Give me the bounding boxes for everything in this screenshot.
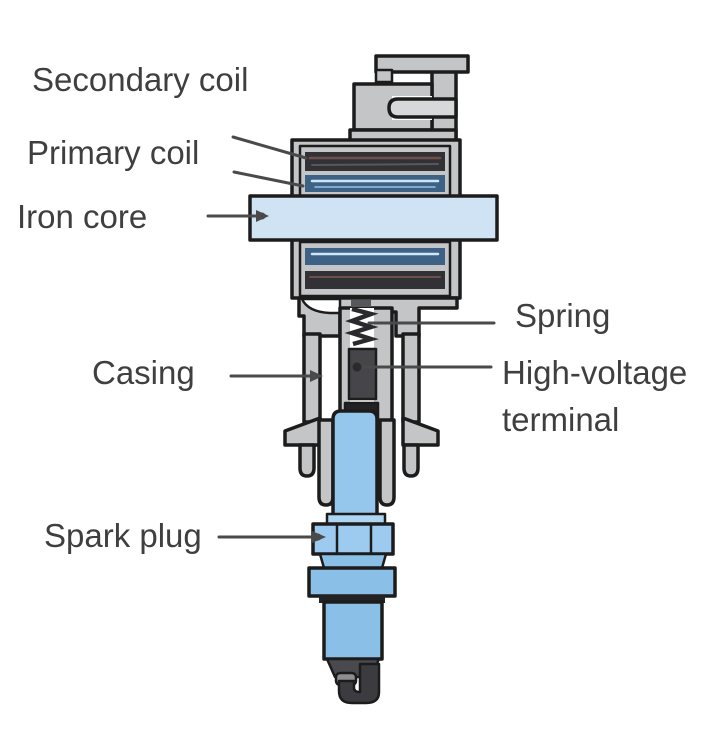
high-voltage-terminal-shape — [347, 347, 378, 401]
connector-assembly — [348, 54, 470, 146]
label-spark-plug: Spark plug — [44, 517, 202, 554]
leader-secondary-coil — [231, 135, 308, 160]
winding-streak — [311, 163, 439, 166]
leader-primary-coil — [232, 170, 305, 188]
label-spring: Spring — [515, 297, 611, 334]
label-secondary-coil: Secondary coil — [32, 61, 249, 98]
ground-electrode-hook — [337, 662, 381, 705]
plug-insulator-column — [331, 409, 379, 519]
casing-right-wing — [401, 416, 440, 447]
casing-inner-wall-left — [317, 418, 335, 507]
primary-winding-shape — [305, 175, 445, 192]
plug-shell — [307, 566, 397, 598]
secondary-winding-shape — [305, 152, 445, 171]
spring-shape — [344, 306, 379, 347]
channel-cap — [351, 300, 371, 307]
casing-right-prong — [402, 443, 420, 478]
leader-dot-terminal — [352, 362, 362, 372]
iron-core-shape — [248, 194, 499, 242]
casing-right-wall — [401, 332, 421, 424]
plug-gasket — [318, 552, 388, 570]
secondary-winding-lower-shape — [305, 271, 445, 289]
leader-dot-spark-plug — [314, 533, 322, 541]
primary-winding-lower-shape — [305, 248, 445, 265]
annotations — [206, 135, 496, 543]
casing-inner-wall-right — [378, 418, 396, 507]
connector-lip — [374, 68, 394, 84]
leader-dot-iron-core — [258, 212, 266, 220]
plug-threaded-body — [322, 600, 384, 661]
connector-top-bar — [374, 54, 470, 74]
connector-pin — [387, 97, 458, 119]
plug-hex-nut — [311, 522, 395, 556]
label-iron-core: Iron core — [17, 198, 148, 235]
label-high-voltage-terminal: High-voltage terminal — [502, 354, 688, 438]
coil-body — [248, 138, 499, 300]
casing-left-prong — [298, 443, 316, 478]
label-primary-coil: Primary coil — [27, 134, 200, 171]
arrowhead-casing — [310, 370, 323, 382]
label-casing: Casing — [92, 354, 195, 391]
spark-plug-assembly — [307, 409, 397, 705]
plug-shell-band — [319, 595, 385, 603]
